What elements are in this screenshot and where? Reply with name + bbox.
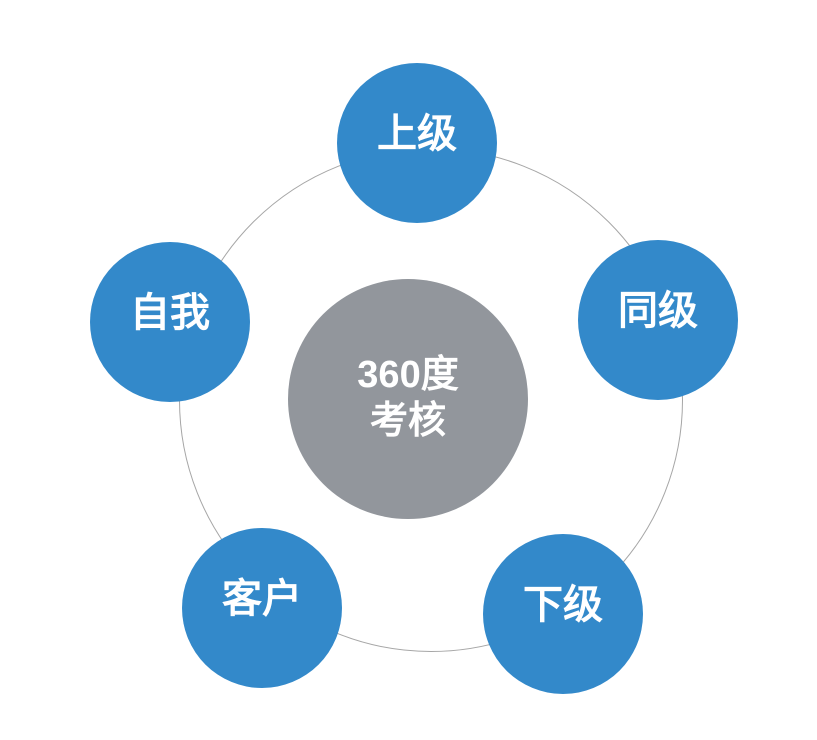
node-superior: 上级: [337, 63, 497, 223]
center-node-360-assessment: 360度 考核: [288, 279, 528, 519]
node-customer: 客户: [182, 528, 342, 688]
node-peer: 同级: [578, 240, 738, 400]
node-self: 自我: [90, 242, 250, 402]
node-subordinate-label: 下级: [523, 583, 603, 627]
node-customer-label: 客户: [222, 577, 302, 621]
node-superior-label: 上级: [377, 112, 457, 156]
node-subordinate: 下级: [483, 534, 643, 694]
node-peer-label: 同级: [618, 289, 698, 333]
center-label-line1: 360度: [357, 354, 459, 397]
center-label-line2: 考核: [369, 400, 446, 442]
node-self-label: 自我: [130, 291, 210, 335]
